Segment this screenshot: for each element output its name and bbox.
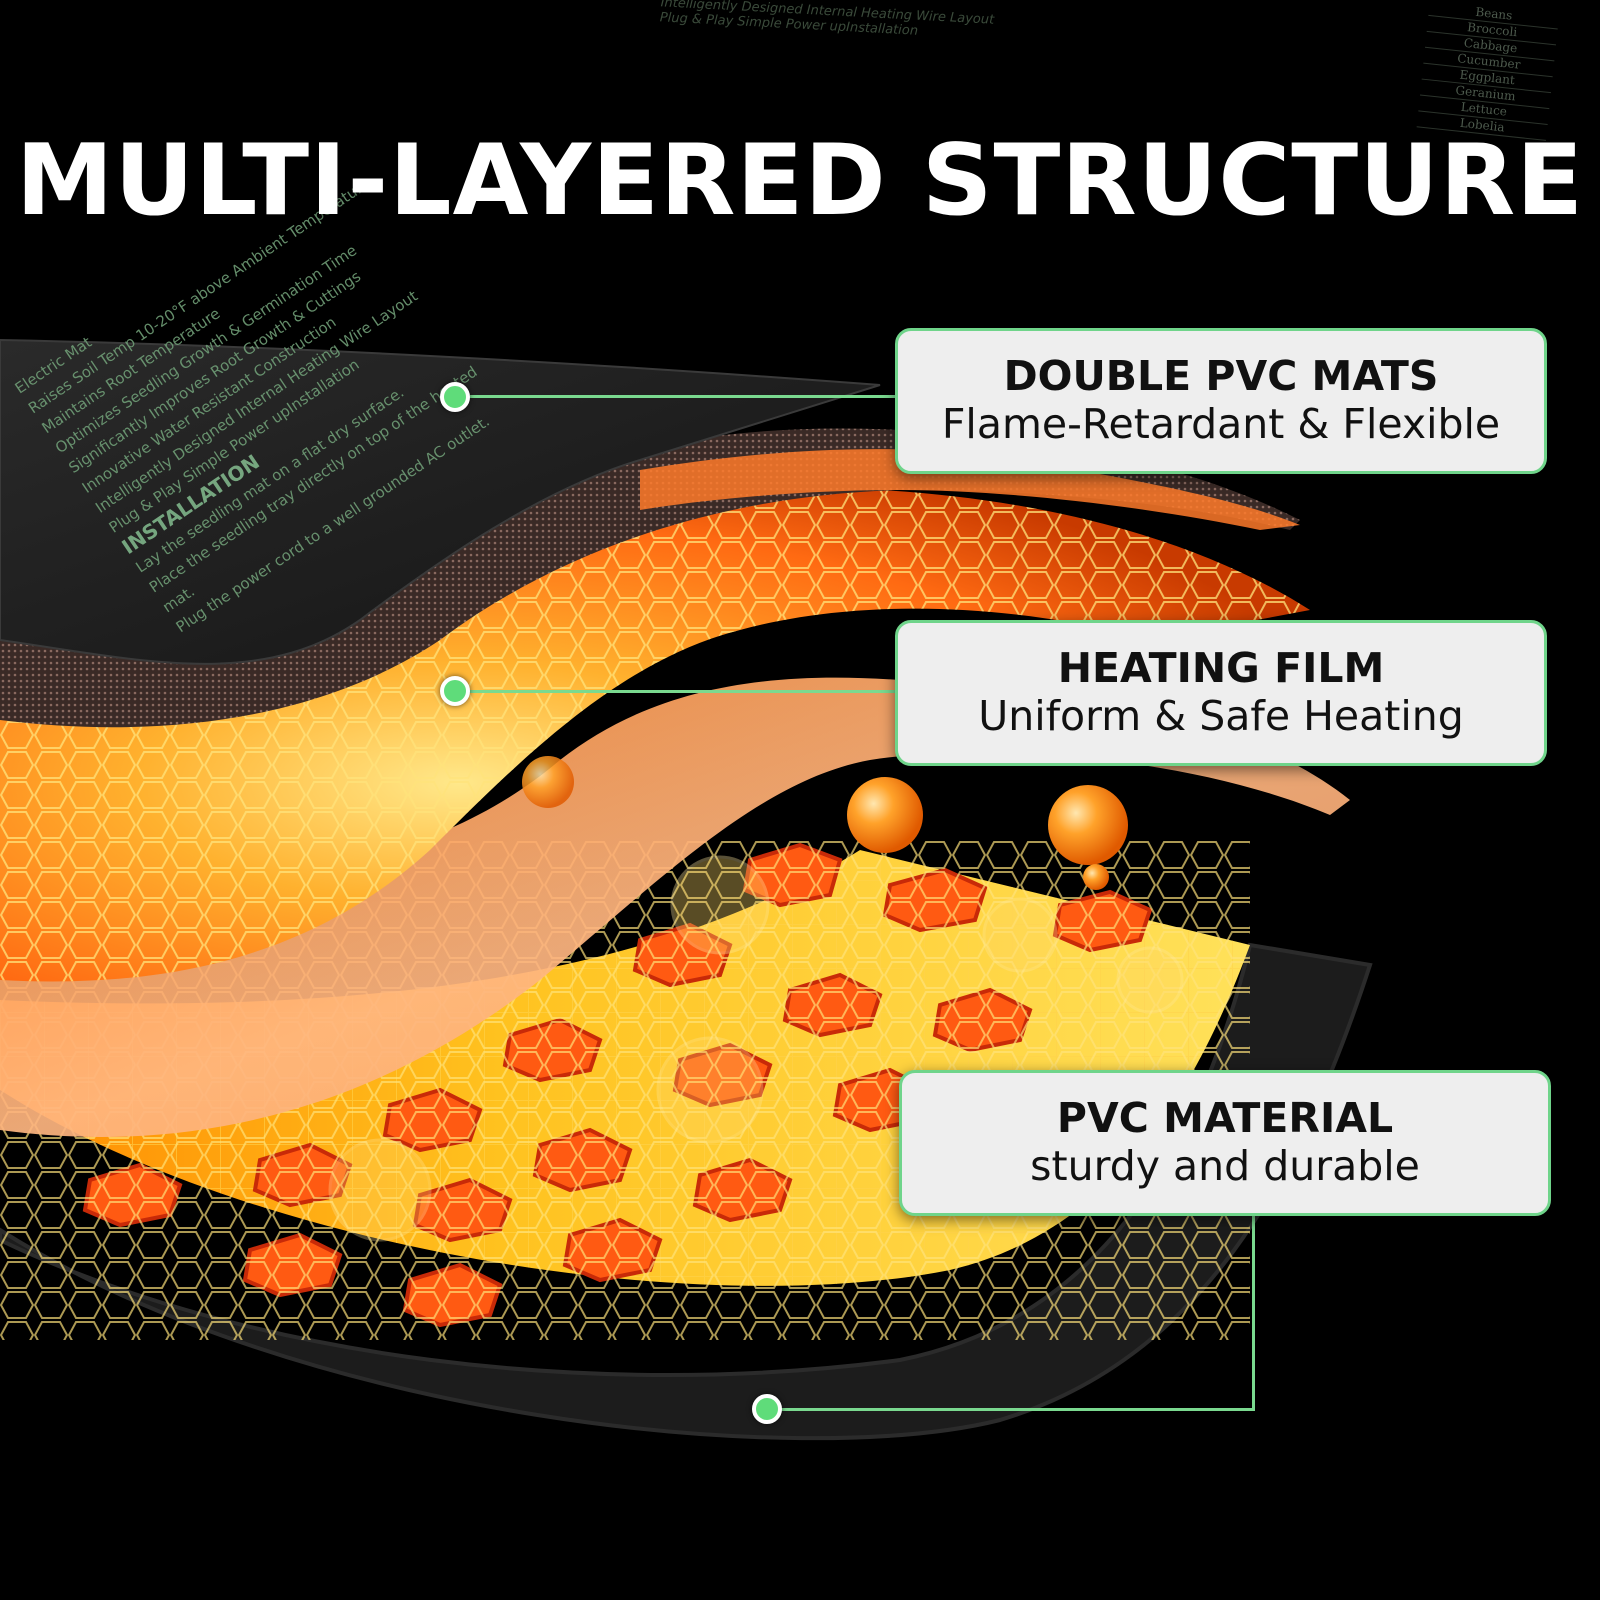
callout-heading: DOUBLE PVC MATS [1003, 351, 1439, 400]
marker-dot-3 [752, 1394, 782, 1424]
leader-line-2 [470, 690, 896, 693]
callout-heading: PVC MATERIAL [1056, 1093, 1394, 1142]
callout-pvc-material: PVC MATERIAL sturdy and durable [899, 1070, 1551, 1216]
leader-line-1 [470, 395, 896, 398]
callout-heating-film: HEATING FILM Uniform & Safe Heating [895, 620, 1547, 766]
callout-heading: HEATING FILM [1057, 643, 1385, 692]
vegetable-list: Beans Broccoli Cabbage Cucumber Eggplant… [1416, 0, 1560, 141]
leader-line-3-vertical [1252, 1216, 1255, 1410]
heat-bubbles [328, 756, 1184, 1242]
top-pvc-mat [0, 338, 881, 665]
heating-film-layer [0, 677, 1350, 1137]
mesh-backing [0, 428, 1300, 728]
callout-double-pvc-mats: DOUBLE PVC MATS Flame-Retardant & Flexib… [895, 328, 1547, 474]
marker-dot-1 [440, 382, 470, 412]
marker-dot-2 [440, 676, 470, 706]
callout-subtitle: Uniform & Safe Heating [978, 691, 1464, 740]
page-title: MULTI-LAYERED STRUCTURE [15, 124, 1585, 238]
leader-line-3-horizontal [780, 1408, 1255, 1411]
callout-subtitle: Flame-Retardant & Flexible [941, 399, 1501, 448]
callout-subtitle: sturdy and durable [1030, 1141, 1420, 1190]
